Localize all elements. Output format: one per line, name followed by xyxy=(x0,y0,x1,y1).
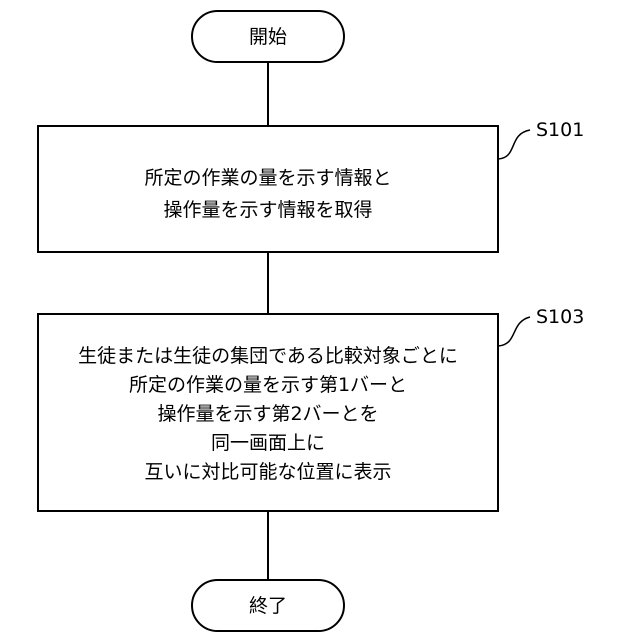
process-s103-line-2: 所定の作業の量を示す第1バーと xyxy=(129,374,407,396)
process-s103-line-1: 生徒または生徒の集団である比較対象ごとに xyxy=(78,345,458,367)
process-box-s101 xyxy=(38,126,498,252)
end-label: 終了 xyxy=(249,595,287,617)
step-label-s103: S103 xyxy=(536,306,584,328)
leader-line-s101 xyxy=(498,130,530,159)
process-s101-line-2: 操作量を示す情報を取得 xyxy=(163,199,372,221)
process-s103-line-5: 互いに対比可能な位置に表示 xyxy=(144,461,391,483)
process-s101-line-1: 所定の作業の量を示す情報と xyxy=(144,167,391,189)
process-s103-line-4: 同一画面上に xyxy=(211,432,325,454)
start-label: 開始 xyxy=(249,26,287,48)
process-s103-line-3: 操作量を示す第2バーとを xyxy=(157,403,378,425)
step-label-s101: S101 xyxy=(536,119,584,141)
leader-line-s103 xyxy=(498,317,530,346)
